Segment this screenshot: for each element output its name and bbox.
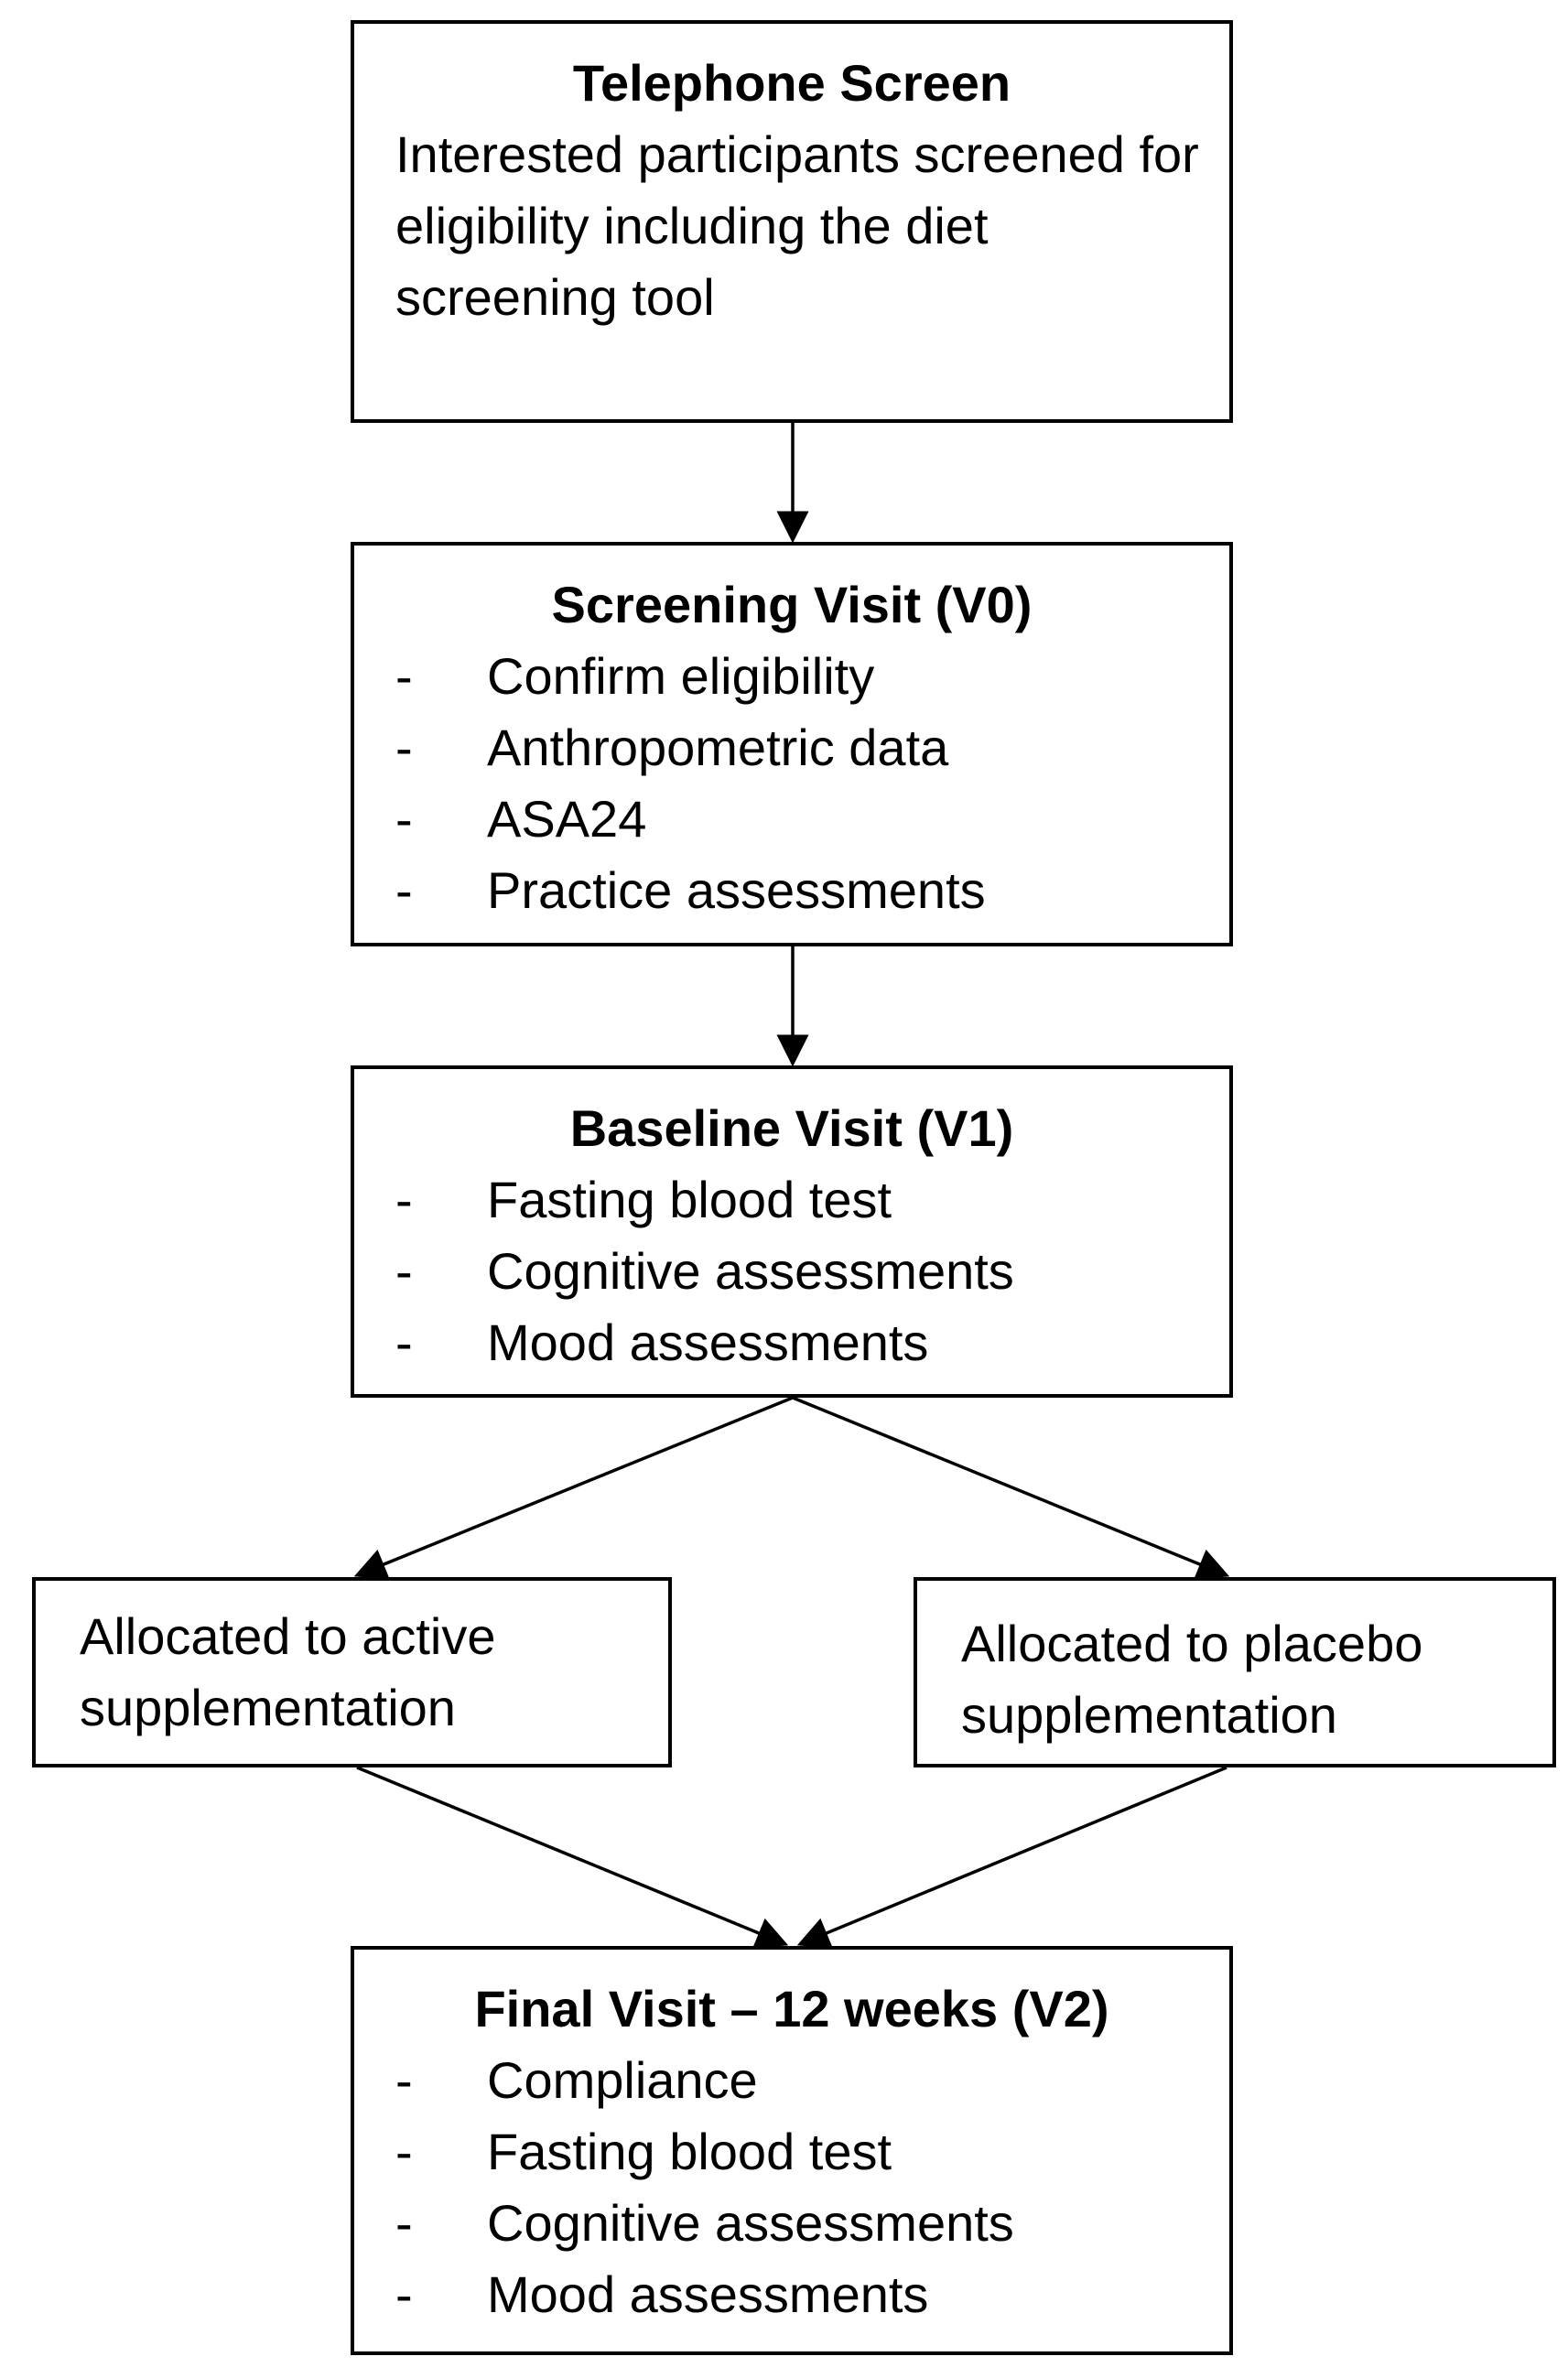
list-item: - Cognitive assessments bbox=[354, 2188, 1229, 2259]
screening-visit-title: Screening Visit (V0) bbox=[551, 576, 1033, 633]
active-supplementation-text: Allocated to active supplementation bbox=[80, 1607, 496, 1736]
telephone-screen-text: Interested participants screened for eli… bbox=[395, 125, 1199, 326]
bullet-dash: - bbox=[395, 790, 413, 848]
bullet-dash: - bbox=[395, 1313, 413, 1371]
final-visit-title: Final Visit – 12 weeks (V2) bbox=[474, 1980, 1109, 2038]
bullet-dash: - bbox=[395, 647, 413, 705]
screening-visit-box: Screening Visit (V0) - Confirm eligibilit… bbox=[351, 542, 1233, 946]
list-item-text: Fasting blood test bbox=[487, 1171, 892, 1228]
list-item-text: Cognitive assessments bbox=[487, 2194, 1014, 2252]
list-item: - Practice assessments bbox=[354, 855, 1229, 926]
baseline-visit-list: - Fasting blood test - Cognitive assessmen… bbox=[354, 1164, 1229, 1378]
bullet-dash: - bbox=[395, 2123, 413, 2180]
list-item-text: Compliance bbox=[487, 2051, 758, 2109]
list-item: - Compliance bbox=[354, 2045, 1229, 2116]
bullet-dash: - bbox=[395, 2265, 413, 2323]
final-visit-box: Final Visit – 12 weeks (V2) - Compliance … bbox=[351, 1946, 1233, 2355]
list-item: - ASA24 bbox=[354, 784, 1229, 855]
baseline-visit-box: Baseline Visit (V1) - Fasting blood test … bbox=[351, 1065, 1233, 1398]
bullet-dash: - bbox=[395, 2194, 413, 2252]
list-item: - Anthropometric data bbox=[354, 712, 1229, 784]
bullet-dash: - bbox=[395, 2051, 413, 2109]
list-item: - Cognitive assessments bbox=[354, 1236, 1229, 1307]
bullet-dash: - bbox=[395, 861, 413, 919]
baseline-visit-title: Baseline Visit (V1) bbox=[569, 1099, 1014, 1157]
telephone-screen-box: Telephone Screen Interested participants… bbox=[351, 20, 1233, 423]
list-item-text: Anthropometric data bbox=[487, 719, 949, 776]
bullet-dash: - bbox=[395, 1171, 413, 1228]
arrow-baseline-to-active bbox=[353, 1396, 794, 1580]
list-item-text: Cognitive assessments bbox=[487, 1242, 1014, 1300]
list-item: - Fasting blood test bbox=[354, 2116, 1229, 2188]
telephone-screen-title: Telephone Screen bbox=[572, 54, 1011, 112]
final-visit-list: - Compliance - Fasting blood test - Cogniti… bbox=[354, 2045, 1229, 2330]
list-item-text: Mood assessments bbox=[487, 2265, 929, 2323]
screening-visit-list: - Confirm eligibility - Anthropometric dat… bbox=[354, 641, 1229, 926]
list-item-text: ASA24 bbox=[487, 790, 647, 848]
list-item-text: Fasting blood test bbox=[487, 2123, 892, 2180]
arrow-placebo-to-final bbox=[796, 1766, 1227, 1949]
list-item: - Fasting blood test bbox=[354, 1164, 1229, 1236]
active-supplementation-box: Allocated to active supplementation bbox=[32, 1577, 672, 1767]
list-item: - Mood assessments bbox=[354, 1307, 1229, 1378]
placebo-supplementation-box: Allocated to placebo supplementation bbox=[914, 1577, 1556, 1767]
list-item-text: Practice assessments bbox=[487, 861, 986, 919]
bullet-dash: - bbox=[395, 719, 413, 776]
placebo-supplementation-text: Allocated to placebo supplementation bbox=[961, 1615, 1423, 1744]
arrow-active-to-final bbox=[356, 1766, 789, 1949]
list-item: - Mood assessments bbox=[354, 2259, 1229, 2330]
list-item: - Confirm eligibility bbox=[354, 641, 1229, 712]
list-item-text: Confirm eligibility bbox=[487, 647, 875, 705]
list-item-text: Mood assessments bbox=[487, 1313, 929, 1371]
arrow-baseline-to-placebo bbox=[792, 1396, 1230, 1580]
bullet-dash: - bbox=[395, 1242, 413, 1300]
